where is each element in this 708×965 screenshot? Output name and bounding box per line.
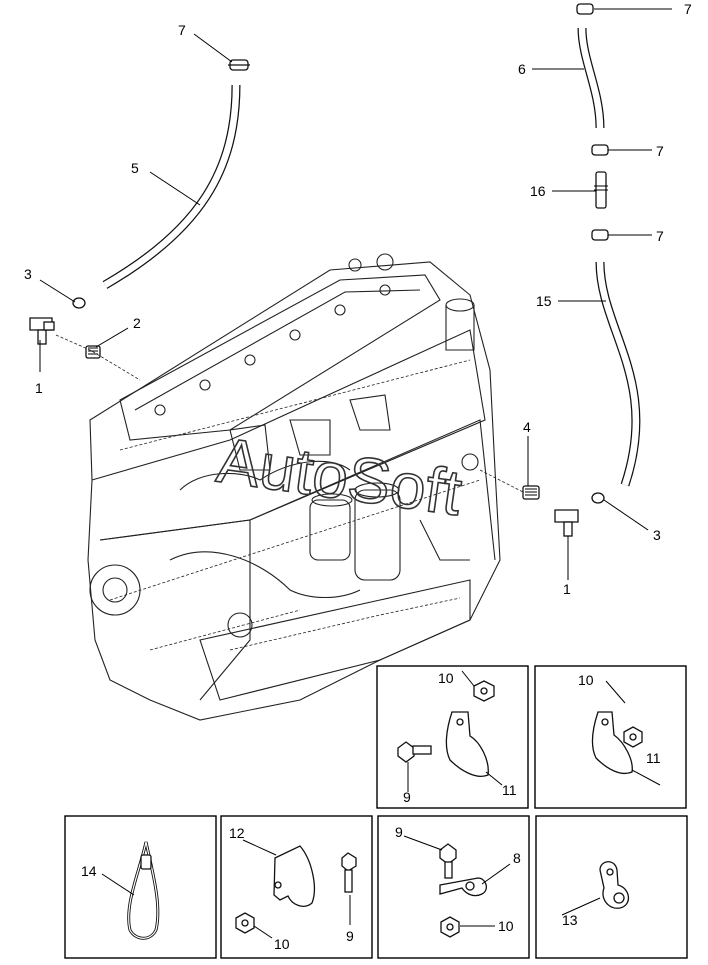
callout-7-mid1: 7 [656,143,664,159]
box4-callout-10: 10 [274,936,290,952]
box2-callout-10: 10 [578,672,594,688]
box1-callout-11: 11 [502,782,517,798]
callout-7-mid2: 7 [656,228,664,244]
box5-callout-8: 8 [513,850,521,866]
callout-3-left: 3 [24,266,32,282]
callout-16: 16 [530,183,546,199]
engine-block [87,253,501,721]
callout-2: 2 [133,315,141,331]
callout-15: 15 [536,293,552,309]
detail-box-clip-bolt-nut: 9 8 10 [377,815,530,959]
box5-callout-10: 10 [498,918,514,934]
left-hose-assembly [29,59,250,381]
callout-5: 5 [131,160,139,176]
detail-box-bracket-bolt-nut: 12 9 10 [220,815,373,959]
callout-numbers: 1 2 3 5 7 7 6 7 16 7 15 4 3 1 [24,1,692,597]
box4-callout-9: 9 [346,928,354,944]
callout-3-right: 3 [653,527,661,543]
detail-box-clip-bracket-bolt: 10 9 11 [376,665,529,809]
box6-callout-13: 13 [562,912,578,928]
right-hose-assembly [479,3,641,537]
box1-callout-9: 9 [403,789,411,805]
callout-4: 4 [523,419,531,435]
box4-callout-12: 12 [229,825,245,841]
detail-box-strap: 14 [64,815,217,959]
callout-6: 6 [518,61,526,77]
callout-1-right: 1 [563,581,571,597]
box3-callout-14: 14 [81,863,97,879]
detail-box-clip-nut: 10 11 [534,665,687,809]
callout-1-left: 1 [35,380,43,396]
box5-callout-9: 9 [395,824,403,840]
callout-7-top-left: 7 [178,22,186,38]
box2-callout-11: 11 [646,750,661,766]
box1-callout-10: 10 [438,670,454,686]
callout-leaders [39,8,672,580]
detail-box-p-clip: 13 [535,815,688,959]
callout-7-top-right: 7 [684,1,692,17]
watermark: AutoSoft [213,424,466,529]
